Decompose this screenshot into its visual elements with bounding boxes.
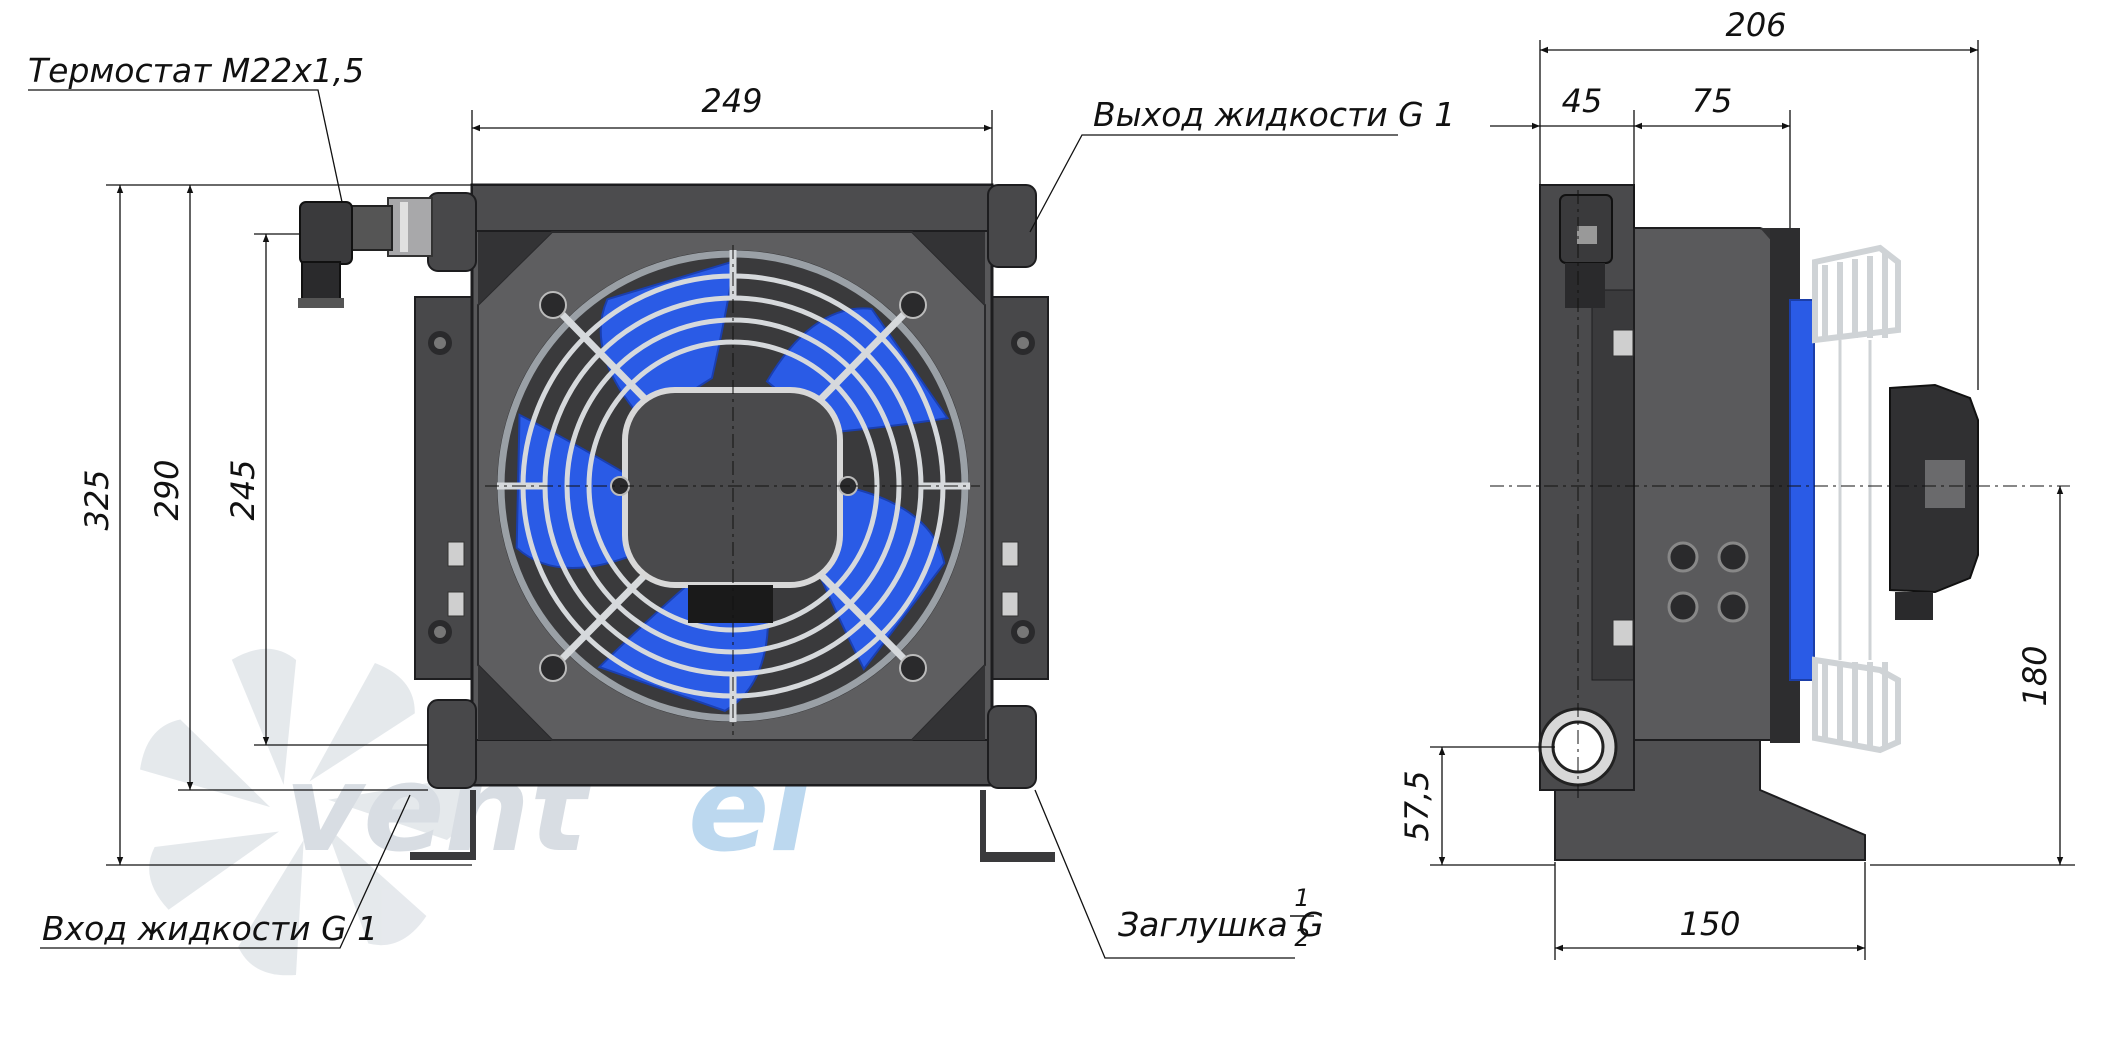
guard-mount-bolts (539, 291, 927, 682)
dim-label-325: 325 (78, 469, 116, 530)
callout-plug: Заглушка G 1 2 (1118, 884, 1324, 952)
watermark-blade (140, 719, 271, 808)
left-foot (410, 790, 476, 860)
dim-label-245: 245 (224, 459, 262, 520)
side-fan-blade (1789, 299, 1815, 681)
watermark-fan-icon (140, 648, 466, 976)
side-mount-bolts (1612, 329, 1749, 647)
side-shroud (1633, 227, 1791, 741)
dim-label-75: 75 (1692, 82, 1733, 120)
bottom-tank (471, 739, 993, 786)
side-dimension-labels: 206 45 75 150 180 57,5 (1398, 6, 2054, 943)
shroud-corner (912, 665, 985, 740)
shroud-corner (912, 232, 985, 305)
side-thermostat (1559, 194, 1613, 308)
dim-label-249: 249 (701, 82, 762, 120)
callout-inlet: Вход жидкости G 1 (42, 909, 378, 948)
guard-spoke (815, 302, 916, 405)
dim-label-206: 206 (1725, 6, 1786, 44)
side-fan-motor (1889, 383, 1979, 620)
callout-thermostat: Термостат М22х1,5 (28, 51, 364, 90)
side-guard-bottom (1812, 656, 1901, 754)
thermostat-sensor (298, 197, 433, 308)
top-left-cap (427, 192, 477, 272)
front-callout-leaders (28, 89, 1398, 959)
watermark-blade (309, 662, 415, 782)
front-dimensions (106, 110, 993, 866)
guard-spoke (815, 569, 916, 671)
dim-label-180: 180 (2016, 645, 2054, 706)
inlet-port (427, 699, 477, 789)
watermark-blade (238, 839, 304, 976)
dim-label-57-5: 57,5 (1398, 770, 1436, 841)
bracket-bolts (428, 331, 1035, 644)
dim-label-45: 45 (1562, 82, 1603, 120)
motor-connector (688, 585, 773, 623)
guard-spoke (550, 569, 651, 671)
callout-outlet: Выход жидкости G 1 (1093, 95, 1455, 134)
plug-port (987, 705, 1037, 789)
watermark-blade (149, 831, 280, 910)
guard-spoke (550, 302, 651, 405)
shroud-corner (478, 232, 552, 305)
callout-plug-numerator: 1 (1294, 884, 1309, 912)
shroud-corner (478, 665, 552, 740)
front-view (298, 183, 1055, 862)
side-inlet-port (1538, 707, 1618, 787)
callout-plug-denominator: 2 (1294, 924, 1309, 952)
right-foot (980, 790, 1055, 862)
fan-blade (812, 484, 946, 671)
dim-label-150: 150 (1679, 905, 1740, 943)
dim-label-290: 290 (148, 459, 186, 520)
watermark-blade (328, 777, 466, 840)
top-tank (471, 184, 993, 232)
outlet-port (987, 184, 1037, 268)
front-dimension-labels: 249 325 290 245 (78, 82, 763, 531)
side-view (1490, 184, 2070, 861)
callout-plug-prefix: Заглушка G (1118, 905, 1324, 944)
side-guard-top (1812, 244, 1901, 344)
side-dimensions (1430, 40, 2075, 960)
watermark-blade (325, 825, 427, 946)
side-fan-guard (1812, 244, 1901, 754)
